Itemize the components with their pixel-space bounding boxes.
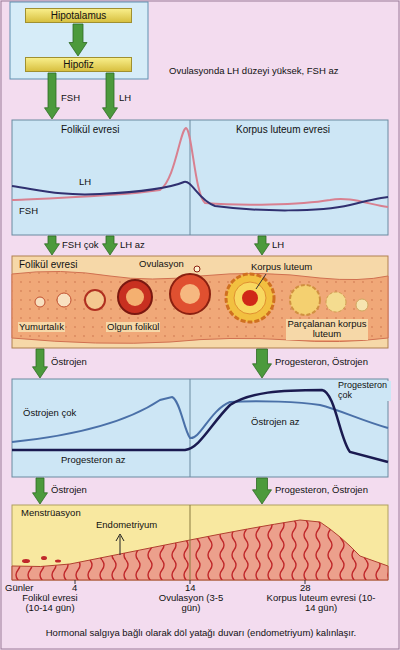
axis-label: 14 — [184, 583, 197, 593]
lh-fsh-panel — [12, 120, 388, 235]
degrading-corpus-luteum — [290, 285, 320, 315]
corpus-luteum-inner — [234, 282, 266, 314]
phase-duration-label: Folikül evresi (10-14 gün) — [14, 593, 86, 614]
phase-duration-label: Korpus luteum evresi (10-14 gün) — [262, 593, 380, 614]
axis-label: 4 — [71, 583, 78, 593]
caption: Hormonal salgıya bağlı olarak döl yatağı… — [0, 628, 400, 638]
ovary-texture — [12, 271, 388, 343]
endometrium-panel — [12, 505, 388, 580]
box-text: Hipofiz — [63, 59, 94, 70]
degrading-corpus-luteum — [356, 299, 368, 311]
green-arrow — [45, 73, 60, 119]
curve-label: Progesteron çok — [337, 381, 391, 401]
brain-panel — [10, 2, 148, 79]
menstrual-debris — [41, 556, 47, 560]
phase-heading: Folikül evresi — [18, 259, 78, 270]
follicle — [57, 293, 71, 307]
axis-label: 28 — [299, 583, 312, 593]
phase-heading: Korpus luteum evresi — [235, 124, 331, 135]
part-label: Menstrüasyon — [20, 508, 82, 518]
ovary-panel — [12, 256, 388, 348]
ovulating-follicle — [170, 274, 210, 314]
ovulating-follicle-core — [180, 284, 200, 304]
fsh-curve — [12, 182, 388, 211]
hormone-label: Progesteron, Östrojen — [274, 357, 369, 367]
hormone-label: FSH çok — [61, 240, 99, 250]
follicle — [85, 290, 105, 310]
hormone-label: Östrojen — [50, 485, 88, 495]
hormone-label: FSH — [60, 93, 81, 103]
corpus-luteum — [226, 274, 274, 322]
mature-follicle-core — [126, 288, 144, 306]
green-arrow — [45, 236, 60, 255]
hormone-label: Östrojen — [50, 357, 88, 367]
leader-arrow — [116, 534, 124, 555]
green-arrow — [253, 478, 272, 504]
endometrium-panel: MenstrüasyonEndometriyum — [12, 505, 388, 580]
corpus-luteum-center — [242, 290, 258, 306]
green-arrow — [255, 236, 270, 255]
curve-label: Östrojen çok — [22, 408, 77, 418]
curve-label: Östrojen az — [250, 417, 301, 427]
green-arrow — [103, 236, 118, 255]
part-label: Ovulasyon — [138, 259, 185, 269]
note-text: Ovulasyonda LH düzeyi yüksek, FSH az — [168, 66, 340, 76]
endometrium-tissue — [12, 520, 388, 580]
degrading-corpus-luteum — [326, 292, 346, 312]
phase-duration-label: Ovulasyon (3-5 gün) — [154, 593, 228, 614]
egg — [194, 266, 200, 272]
part-label: Korpus luteum — [250, 262, 313, 272]
phase-divider — [190, 379, 191, 477]
part-label: Endometriyum — [95, 520, 158, 530]
leader-line — [256, 274, 266, 289]
hormone-label: LH az — [119, 240, 146, 250]
part-label: Parçalanan korpus luteum — [286, 319, 368, 340]
curve-label: LH — [78, 177, 92, 187]
box-text: Hipotalamus — [51, 10, 107, 21]
mature-follicle — [118, 280, 152, 314]
curve-label: Progesteron az — [60, 455, 126, 465]
green-arrow — [33, 478, 48, 504]
hormone-panel — [12, 379, 388, 477]
green-arrow — [103, 73, 118, 119]
part-label: Yumurtalık — [18, 322, 65, 332]
hormone-label: Progesteron, Östrojen — [274, 485, 369, 495]
hormone-gland-box: Hipofiz — [25, 57, 132, 72]
ovary-panel: Folikül evresi Ovulasyon Korpus luteumYumu… — [12, 256, 388, 348]
green-arrow — [253, 349, 272, 378]
progesterone-curve — [12, 390, 388, 462]
part-label: Olgun folikül — [106, 322, 160, 332]
phase-heading: Folikül evresi — [60, 124, 120, 135]
curve-label: FSH — [18, 206, 39, 216]
axis-label: Günler — [4, 583, 35, 593]
follicle — [35, 297, 45, 307]
menstrual-debris — [55, 560, 61, 563]
hormone-label: LH — [271, 240, 285, 250]
green-arrow — [69, 24, 87, 56]
phase-divider — [190, 505, 191, 580]
ovary-tissue — [12, 271, 388, 343]
hormone-label: LH — [118, 93, 132, 103]
hormone-gland-box: Hipotalamus — [25, 8, 132, 23]
graph-panel: Östrojen çokProgesteron az Progesteron ço… — [12, 379, 388, 477]
graph-panel: Folikül evresi Korpus luteum evresiLH FSH — [12, 120, 388, 235]
green-arrow — [33, 349, 48, 378]
blood-vessels — [12, 520, 388, 580]
menstrual-debris — [22, 559, 30, 563]
